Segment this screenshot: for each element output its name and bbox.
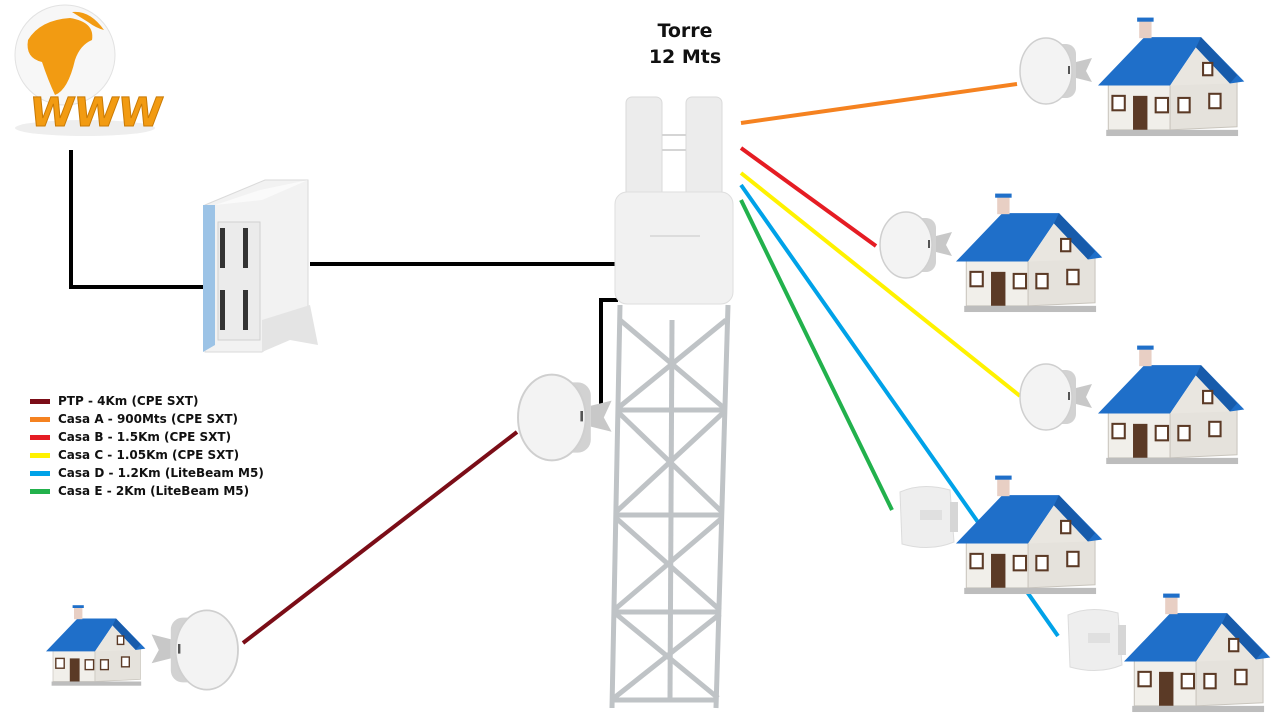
house-casa-a-icon: [1096, 16, 1246, 138]
legend-label: PTP - 4Km (CPE SXT): [58, 394, 199, 408]
legend-label: Casa D - 1.2Km (LiteBeam M5): [58, 466, 264, 480]
legend: PTP - 4Km (CPE SXT) Casa A - 900Mts (CPE…: [30, 392, 264, 500]
legend-item-casa-d: Casa D - 1.2Km (LiteBeam M5): [30, 464, 264, 482]
link-ptp: [241, 430, 519, 645]
litebeam-casa-d-icon: [1067, 608, 1127, 672]
house-ptp-icon: [45, 604, 147, 687]
tower-title-line1: Torre: [657, 20, 713, 42]
legend-item-ptp: PTP - 4Km (CPE SXT): [30, 392, 264, 410]
ptp-cpe-tower-icon: [517, 373, 613, 462]
legend-swatch: [30, 470, 50, 476]
tower-icon: [609, 304, 731, 709]
ptp-cpe-remote-icon: [150, 609, 239, 691]
legend-swatch: [30, 452, 50, 458]
link-casa-b: [739, 146, 878, 248]
house-casa-d-icon: [1122, 592, 1272, 714]
legend-label: Casa A - 900Mts (CPE SXT): [58, 412, 239, 426]
litebeam-casa-e-icon: [899, 485, 959, 549]
house-casa-b-icon: [954, 192, 1104, 314]
link-casa-a: [740, 82, 1018, 125]
legend-label: Casa E - 2Km (LiteBeam M5): [58, 484, 250, 498]
internet-www-label: WWW: [27, 90, 166, 136]
legend-item-casa-a: Casa A - 900Mts (CPE SXT): [30, 410, 264, 428]
cpe-casa-b-icon: [879, 211, 953, 279]
house-casa-c-icon: [1096, 344, 1246, 466]
legend-swatch: [30, 416, 50, 422]
router-device-icon: [203, 179, 318, 353]
house-casa-e-icon: [954, 474, 1104, 596]
legend-label: Casa C - 1.05Km (CPE SXT): [58, 448, 240, 462]
link-casa-e: [739, 199, 894, 511]
cpe-casa-c-icon: [1019, 363, 1093, 431]
legend-item-casa-e: Casa E - 2Km (LiteBeam M5): [30, 482, 264, 500]
legend-swatch: [30, 488, 50, 494]
sector-antenna-icon: [614, 96, 734, 305]
cpe-casa-a-icon: [1019, 37, 1093, 105]
legend-item-casa-c: Casa C - 1.05Km (CPE SXT): [30, 446, 264, 464]
legend-label: Casa B - 1.5Km (CPE SXT): [58, 430, 232, 444]
internet-globe-icon: [14, 4, 155, 136]
link-casa-c: [739, 171, 1022, 398]
cable-internet-to-router: [69, 150, 204, 289]
tower-title: Torre 12 Mts: [615, 18, 755, 70]
cable-tower-to-ptp: [599, 298, 618, 416]
legend-item-casa-b: Casa B - 1.5Km (CPE SXT): [30, 428, 264, 446]
tower-title-line2: 12 Mts: [648, 46, 722, 68]
legend-swatch: [30, 398, 50, 404]
legend-swatch: [30, 434, 50, 440]
